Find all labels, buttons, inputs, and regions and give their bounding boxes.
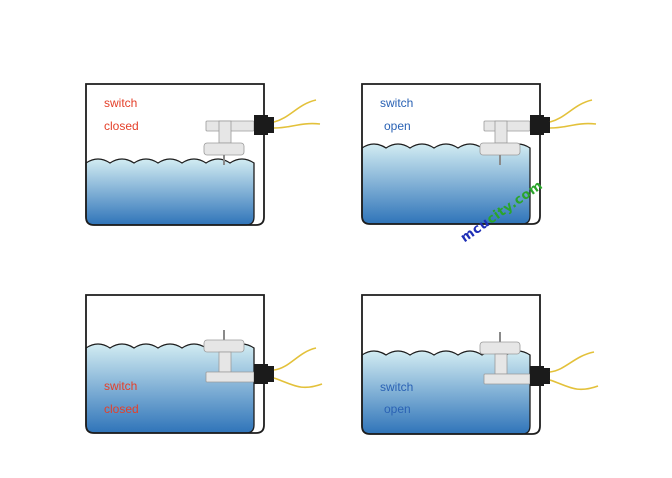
water-top-left — [85, 158, 255, 226]
panel-top-left: switch closed — [85, 83, 321, 226]
float-switch-top-left — [203, 99, 321, 165]
tank-bottom-right — [361, 294, 541, 435]
float-switch-bottom-left — [203, 330, 323, 389]
tank-bottom-left — [85, 294, 265, 434]
label-state-bottom-left: closed — [104, 402, 139, 416]
label-switch-bottom-right: switch — [380, 380, 413, 394]
label-state-bottom-right: open — [384, 402, 411, 416]
panel-bottom-right: switch open — [361, 294, 599, 435]
label-state-top-right: open — [384, 119, 411, 133]
panel-bottom-left: switch closed — [85, 294, 323, 434]
label-switch-bottom-left: switch — [104, 379, 137, 393]
label-state-top-left: closed — [104, 119, 139, 133]
tank-top-left — [85, 83, 265, 226]
label-switch-top-right: switch — [380, 96, 413, 110]
float-switch-top-right — [479, 99, 597, 165]
tank-top-right — [361, 83, 541, 225]
label-switch-top-left: switch — [104, 96, 137, 110]
float-switch-bottom-right — [479, 332, 599, 391]
panel-top-right: switch open — [361, 83, 597, 225]
